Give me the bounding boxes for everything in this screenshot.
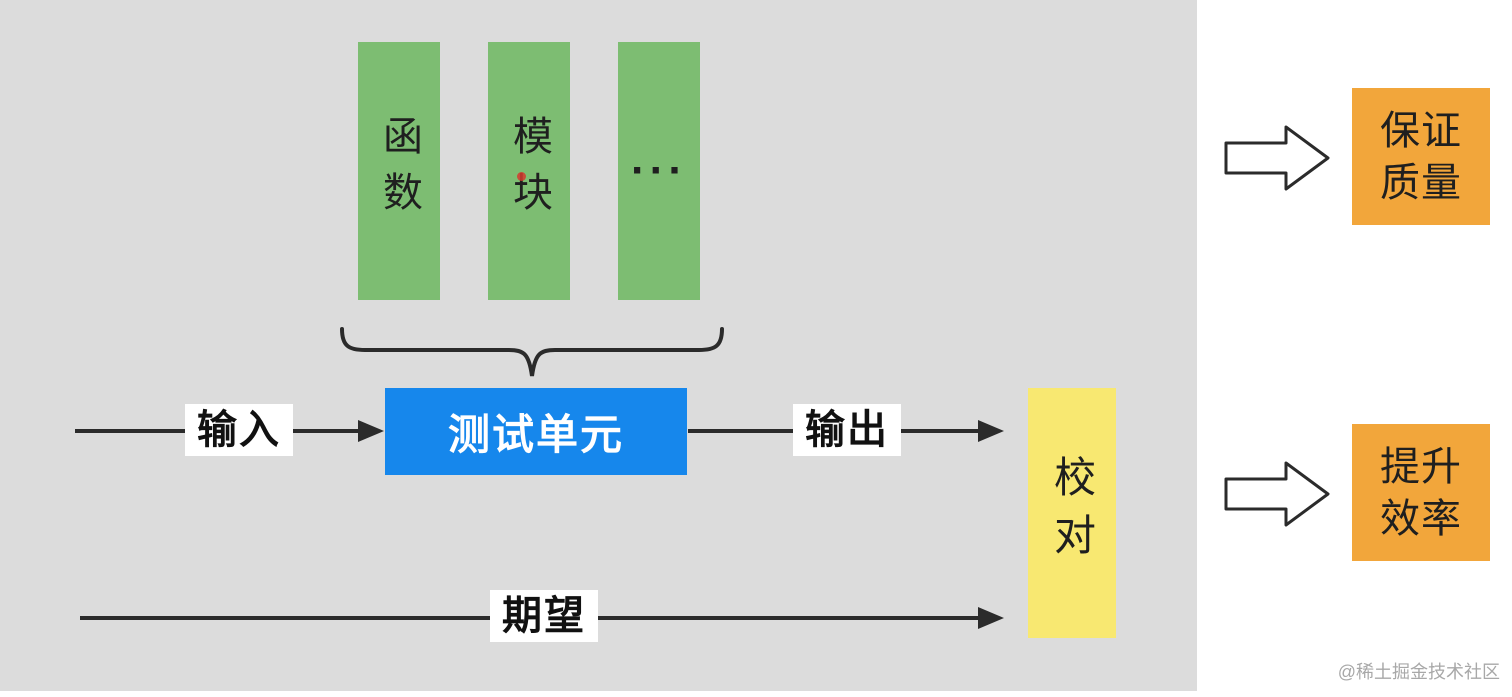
unit-block-ellipsis: ··· (618, 42, 700, 300)
red-pointer-dot (517, 172, 526, 181)
outcome-arrow-efficiency-icon (1224, 461, 1330, 527)
input-label: 输入 (185, 404, 293, 456)
outcome-efficiency-label: 提升 效率 (1380, 444, 1462, 541)
watermark: @稀土掘金技术社区 (1337, 662, 1500, 682)
outcome-quality-label: 保证 质量 (1380, 108, 1462, 205)
unit-block-module-label: 模块 (507, 115, 551, 227)
check-label: 校对 (1048, 455, 1096, 571)
outcome-box-quality: 保证 质量 (1352, 88, 1490, 225)
output-label: 输出 (793, 404, 901, 456)
curly-brace (340, 327, 724, 377)
output-arrow-head (978, 420, 1004, 442)
outcome-box-efficiency: 提升 效率 (1352, 424, 1490, 561)
test-unit-box: 测试单元 (385, 388, 687, 475)
unit-block-function: 函数 (358, 42, 440, 300)
unit-block-function-label: 函数 (377, 115, 421, 227)
expected-label: 期望 (490, 590, 598, 642)
check-box: 校对 (1028, 388, 1116, 638)
unit-block-module: 模块 (488, 42, 570, 300)
unit-block-ellipsis-label: ··· (631, 146, 687, 195)
test-unit-label: 测试单元 (447, 411, 624, 458)
outcome-arrow-quality-icon (1224, 125, 1330, 191)
diagram-canvas (0, 0, 1197, 691)
expected-arrow-head (978, 607, 1004, 629)
input-arrow-head (358, 420, 384, 442)
